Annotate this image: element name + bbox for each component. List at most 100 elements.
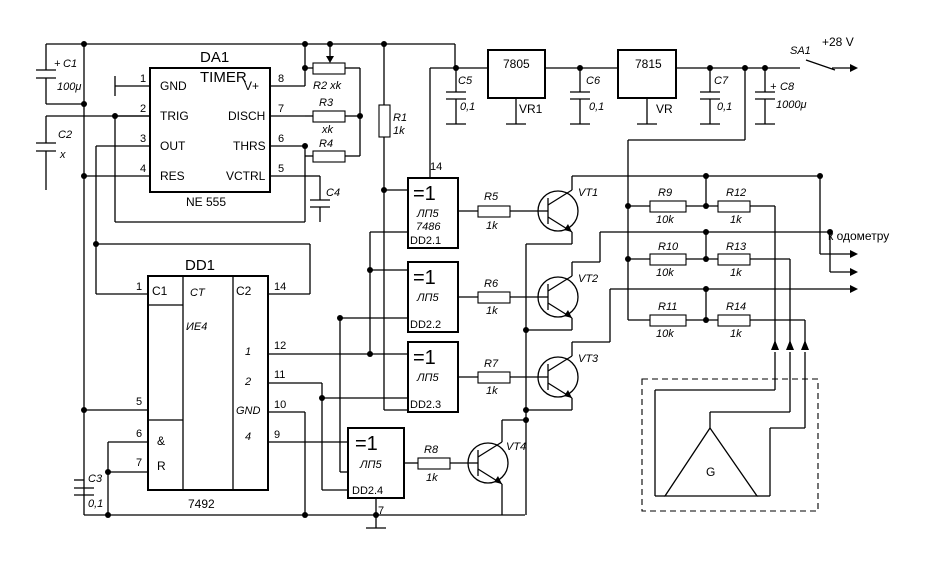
generator-label: G [706, 465, 715, 479]
r3-value: xk [321, 124, 334, 136]
r10-ref: R10 [658, 241, 679, 253]
gate3-ref: DD2.3 [410, 399, 441, 411]
dd1-ct: CT [190, 287, 206, 299]
dd1-pin-12: 12 [274, 340, 286, 352]
gate-dd2-1: =1 ЛП5 7486 DD2.1 [407, 177, 459, 249]
vt4-label: VT4 [506, 441, 526, 453]
gate4-ref: DD2.4 [352, 485, 383, 497]
c8-value: 1000μ [776, 99, 807, 111]
gate2-sym: =1 [413, 267, 436, 289]
junctions [81, 41, 833, 518]
vt3-label: VT3 [578, 353, 599, 365]
da1-pin-1: 1 [140, 73, 146, 85]
c2-ref: C2 [58, 129, 72, 141]
r6-ref: R6 [484, 278, 499, 290]
da1-pin-res: RES [160, 169, 185, 183]
dd1-c1: C1 [152, 284, 168, 298]
da1-pin-8: 8 [278, 73, 284, 85]
dd1-pin-11: 11 [274, 369, 285, 381]
c7-ref: C7 [714, 75, 729, 87]
dd1-gnd: GND [236, 405, 261, 417]
odometer-label: к одометру [828, 229, 889, 243]
vt1-transistor: VT1 [526, 175, 820, 245]
da1-pin-out: OUT [160, 139, 186, 153]
r5-ref: R5 [484, 191, 499, 203]
generator: G [641, 352, 819, 512]
c5-ref: C5 [458, 75, 473, 87]
r1-resistor: R1 1k [378, 44, 408, 411]
resistor-bus: 14 [429, 68, 746, 320]
c5-value: 0,1 [460, 101, 475, 113]
dd1-pin-1: 1 [136, 281, 142, 293]
dd1-q1: 1 [245, 346, 251, 358]
da1-name: TIMER [200, 69, 247, 86]
gate4-sym: =1 [355, 433, 378, 455]
gate3-sym: =1 [413, 347, 436, 369]
c3-value: 0,1 [88, 498, 103, 510]
c3-ref: C3 [88, 473, 103, 485]
regulators: 7805 VR1 7815 VR [487, 49, 677, 125]
r2-label: R2 xk [313, 80, 342, 92]
dd1-r: R [157, 459, 166, 473]
c1-capacitor: + C1 100μ [36, 44, 84, 105]
r1-ref: R1 [393, 112, 407, 124]
da1-pin-thrs: THRS [233, 139, 266, 153]
vr1-ref: VR1 [519, 102, 543, 116]
r12-ref: R12 [726, 187, 746, 199]
c4-ref: C4 [326, 187, 340, 199]
da1-pin-gnd: GND [160, 79, 187, 93]
r10-value: 10k [656, 267, 674, 279]
r7-ref: R7 [484, 358, 499, 370]
c6-ref: C6 [586, 75, 601, 87]
dd1-pin-5: 5 [136, 396, 142, 408]
r4-ref: R4 [319, 138, 333, 150]
vt2-label: VT2 [578, 273, 598, 285]
dd1-title: DD1 [185, 257, 215, 274]
r8-ref: R8 [424, 444, 439, 456]
gate3-type: ЛП5 [416, 372, 440, 384]
da1-pin-5: 5 [278, 163, 284, 175]
vr1-part: 7805 [503, 57, 530, 71]
supply-label: +28 V [822, 35, 854, 49]
dd1-pin-14: 14 [274, 281, 286, 293]
r7-value: 1k [486, 385, 498, 397]
c8-ref: C8 [780, 81, 795, 93]
c8-plus: + [770, 81, 777, 93]
r1-value: 1k [393, 125, 405, 137]
vt2-transistor: VT2 [526, 231, 830, 331]
r13-value: 1k [730, 267, 742, 279]
vr-part: 7815 [635, 57, 662, 71]
dd1-part: 7492 [188, 497, 215, 511]
da1-part: NE 555 [186, 195, 226, 209]
r6-value: 1k [486, 305, 498, 317]
r9-value: 10k [656, 214, 674, 226]
vt1-label: VT1 [578, 187, 598, 199]
gate1-ref: DD2.1 [410, 235, 441, 247]
r5-value: 1k [486, 220, 498, 232]
da1-pin-6: 6 [278, 133, 284, 145]
r14-ref: R14 [726, 301, 746, 313]
dd1-c2: C2 [236, 284, 252, 298]
dd1-type: ИЕ4 [186, 321, 207, 333]
da1-pin-disch: DISCH [228, 109, 265, 123]
dd1-pin-10: 10 [274, 399, 286, 411]
da1-pin-trig: TRIG [160, 109, 189, 123]
da1-pin-3: 3 [140, 133, 146, 145]
c6-value: 0,1 [589, 101, 604, 113]
gate-dd2-2: =1 ЛП5 DD2.2 [407, 261, 459, 333]
dd1-pin-6: 6 [136, 428, 142, 440]
gate-dd2-3: =1 ЛП5 DD2.3 [407, 341, 459, 413]
gate4-type: ЛП5 [359, 459, 383, 471]
dd1-and: & [157, 434, 165, 448]
r9-ref: R9 [658, 187, 672, 199]
c2-capacitor: C2 x [36, 115, 150, 190]
r3-ref: R3 [319, 97, 334, 109]
dd1-q2: 2 [244, 376, 251, 388]
vr-ref: VR [656, 102, 673, 116]
r14-value: 1k [730, 328, 742, 340]
dd1-pin-7: 7 [136, 457, 142, 469]
timing-network: R2 xk R3 xk R4 C4 [305, 44, 361, 222]
c1-plus: + [54, 58, 61, 70]
